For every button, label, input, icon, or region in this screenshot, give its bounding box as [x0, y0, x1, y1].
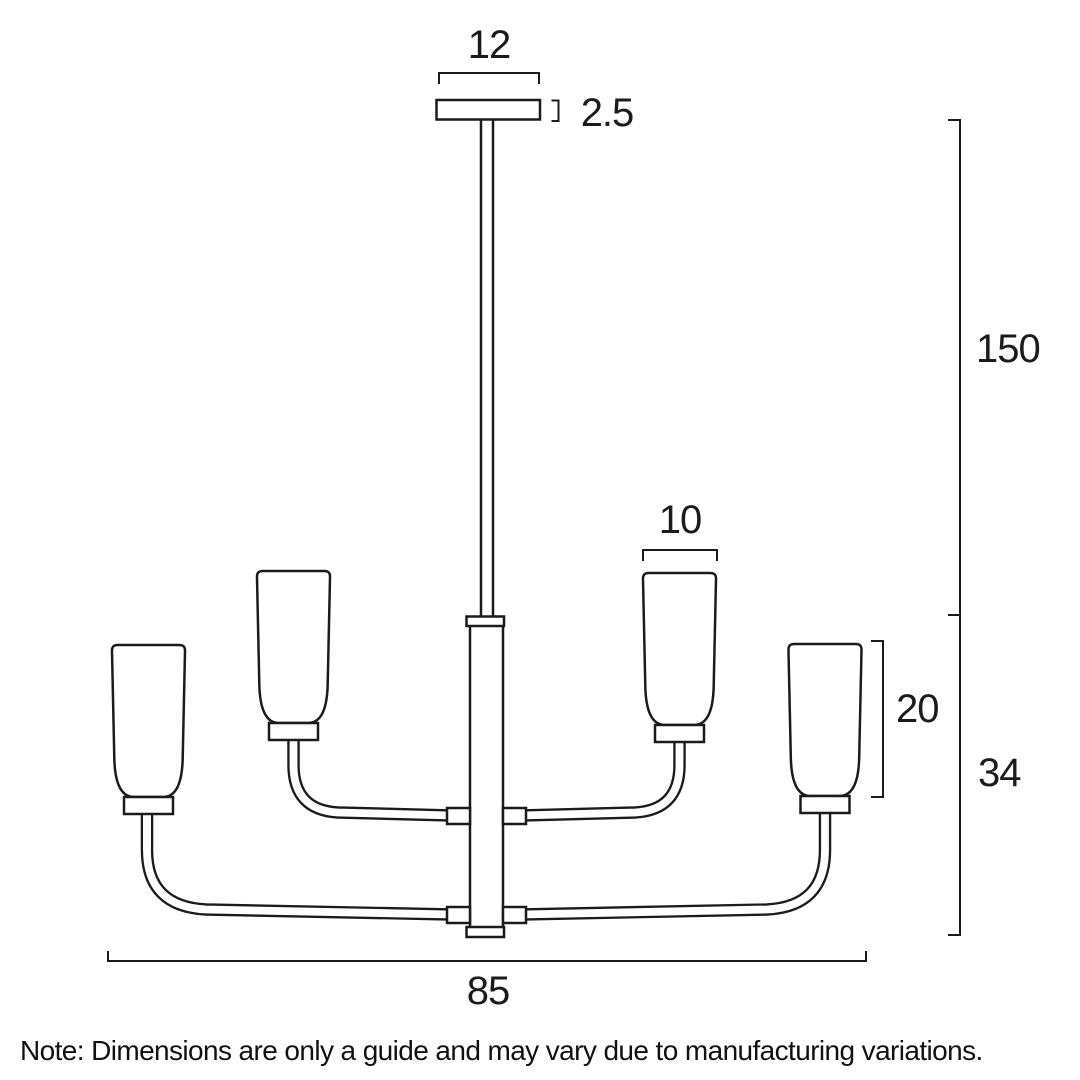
dimension-labels: 12 2.5 150 10 20 34 85: [467, 23, 1041, 1013]
arm-lower-right: [520, 808, 832, 921]
glass-shade-icon: [641, 571, 718, 727]
lamp-socket: [267, 721, 320, 742]
fixture-drawing: [110, 98, 863, 939]
glass-shade-icon: [110, 643, 187, 799]
column-bottom-cap: [465, 925, 506, 939]
arm-connector-upper-left: [445, 806, 472, 826]
lamp-outer-right: [787, 642, 863, 815]
ceiling-canopy: [435, 98, 542, 121]
arm-connector-lower-right: [501, 905, 528, 925]
label-body-height: 34: [978, 751, 1021, 795]
label-canopy-width: 12: [468, 23, 511, 67]
dim-line-shade-height: [871, 640, 884, 798]
column-body: [468, 622, 505, 931]
lamp-socket: [799, 794, 851, 815]
lamp-inner-right: [641, 571, 718, 744]
arm-upper-right: [520, 735, 686, 822]
label-shade-width: 10: [659, 498, 702, 542]
glass-shade-icon: [255, 569, 332, 725]
dim-line-overall-width: [107, 951, 867, 962]
lamp-socket: [122, 795, 175, 816]
dim-line-rod-drop-and-body: [948, 119, 961, 936]
arm-connector-upper-right: [501, 806, 528, 826]
arm-connector-lower-left: [445, 905, 472, 925]
hanging-rod: [479, 117, 495, 622]
glass-shade-icon: [787, 642, 863, 798]
arm-lower-left: [140, 808, 453, 921]
arm-upper-left: [287, 733, 453, 822]
note-text: Note: Dimensions are only a guide and ma…: [20, 1035, 983, 1066]
label-shade-height: 20: [896, 687, 939, 731]
lamp-outer-left: [110, 643, 187, 816]
label-overall-width: 85: [467, 969, 510, 1013]
dim-line-canopy-width: [438, 72, 540, 84]
dim-line-canopy-height: [551, 99, 560, 122]
lamp-inner-left: [255, 569, 332, 742]
dim-line-shade-width: [642, 549, 718, 561]
label-canopy-height: 2.5: [581, 91, 634, 135]
dimension-lines: [107, 72, 961, 962]
label-rod-drop: 150: [976, 327, 1040, 371]
lamp-socket: [653, 723, 706, 744]
column-top-cap: [465, 615, 506, 628]
